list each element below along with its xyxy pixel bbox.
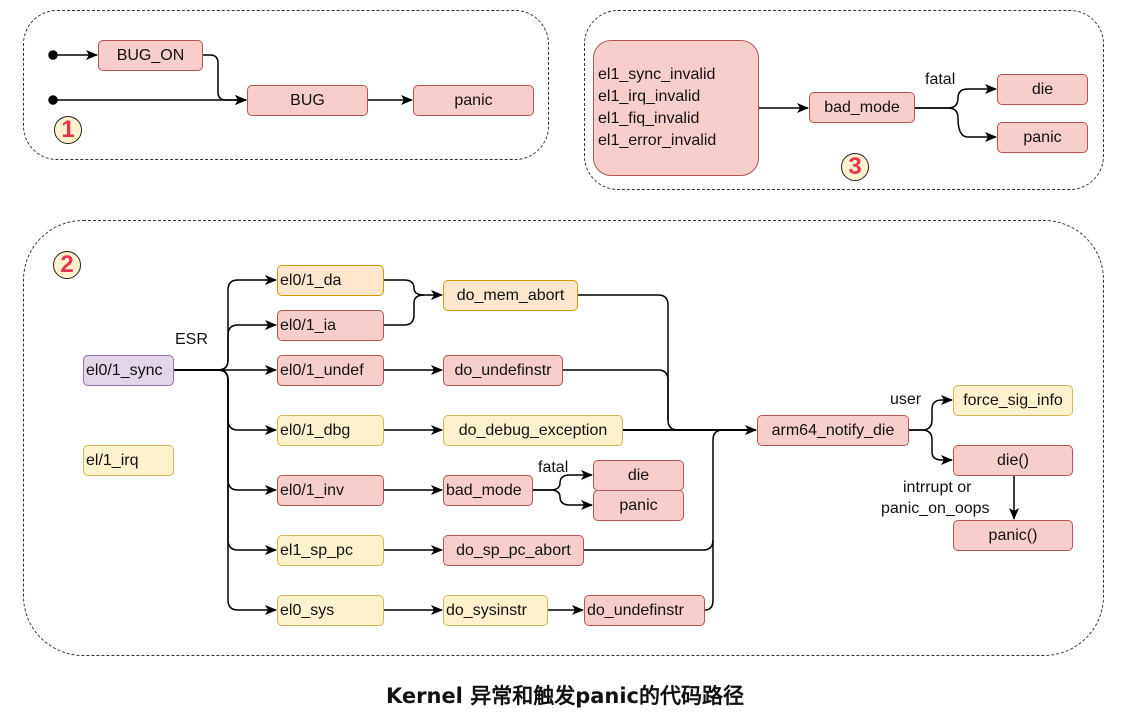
section-1-region	[23, 10, 549, 160]
section-1-badge: 1	[54, 116, 82, 144]
edge-sync-ia	[217, 320, 277, 371]
section-2-badge: 2	[53, 251, 81, 279]
interrupt-label-line1: intrrupt or	[903, 479, 972, 496]
die-node-s2: die	[593, 460, 684, 491]
el0-sys-node: el0_sys	[277, 595, 384, 626]
fatal-label: fatal	[925, 71, 956, 88]
section-2-region	[23, 220, 1104, 656]
vector-el1-sync-invalid: el1_sync_invalid	[598, 66, 716, 83]
arm64-notify-die-node: arm64_notify_die	[757, 415, 909, 446]
edge-sync-sys	[217, 369, 277, 615]
vector-el1-irq-invalid: el1_irq_invalid	[598, 88, 701, 105]
do-sp-pc-abort-node: do_sp_pc_abort	[443, 535, 584, 566]
panic-node-s2: panic	[593, 490, 684, 521]
interrupt-label-line2: panic_on_oops	[881, 500, 990, 517]
do-undefinstr-node: do_undefinstr	[443, 355, 563, 386]
edge-notify-force-sig	[909, 395, 953, 431]
el0-1-dbg-node: el0/1_dbg	[277, 415, 384, 446]
el0-1-undef-node: el0/1_undef	[277, 355, 384, 386]
el-1-irq-node: el/1_irq	[83, 445, 174, 476]
section-3-badge: 3	[841, 153, 869, 181]
do-mem-abort-node: do_mem_abort	[443, 280, 578, 311]
edge-ia-mem-abort	[384, 294, 425, 326]
die-node: die	[997, 74, 1088, 105]
user-label: user	[890, 391, 922, 408]
edge-bad-mode-panic	[915, 107, 997, 142]
section-3-region	[584, 10, 1104, 190]
diagram-title: Kernel 异常和触发panic的代码路径	[385, 684, 744, 708]
el0-1-da-node: el0/1_da	[277, 265, 384, 296]
do-undefinstr-node-2: do_undefinstr	[584, 595, 705, 626]
die-call-node: die()	[953, 445, 1073, 476]
invalid-vectors-node: el1_sync_invalid el1_irq_invalid el1_fiq…	[593, 40, 759, 176]
bug-node: BUG	[247, 85, 368, 116]
bad-mode-node-s2: bad_mode	[443, 475, 533, 506]
do-sysinstr-node: do_sysinstr	[443, 595, 548, 626]
edge-notify-die	[909, 429, 953, 465]
edge-bad-mode-die	[915, 84, 997, 109]
el0-1-inv-node: el0/1_inv	[277, 475, 384, 506]
el1-sp-pc-node: el1_sp_pc	[277, 535, 384, 566]
bug-on-node: BUG_ON	[98, 40, 203, 71]
el0-1-sync-node: el0/1_sync	[83, 355, 174, 386]
panic-node: panic	[413, 85, 534, 116]
esr-label: ESR	[175, 331, 208, 348]
fatal-label-s2: fatal	[538, 459, 569, 476]
bad-mode-node: bad_mode	[809, 92, 915, 123]
vector-el1-fiq-invalid: el1_fiq_invalid	[598, 110, 700, 127]
vector-el1-error-invalid: el1_error_invalid	[598, 132, 717, 149]
edge-bad-mode-panic2	[533, 489, 593, 510]
edge-undefinstr2-notify	[704, 540, 714, 611]
do-debug-exception-node: do_debug_exception	[443, 415, 623, 446]
edge-undefinstr-notify	[562, 369, 669, 420]
edge-bug-on-bug	[203, 54, 247, 105]
force-sig-info-node: force_sig_info	[953, 385, 1073, 416]
el0-1-ia-node: el0/1_ia	[277, 310, 384, 341]
panic-call-node: panic()	[953, 520, 1073, 551]
panic-node-s3: panic	[997, 122, 1088, 153]
